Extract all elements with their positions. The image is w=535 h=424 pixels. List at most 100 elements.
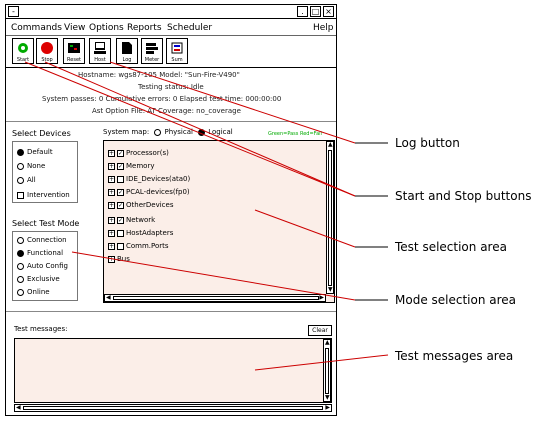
expand-icon[interactable]: +: [108, 242, 115, 250]
meter-icon: [146, 43, 158, 54]
mode-online-radio[interactable]: Online: [17, 288, 50, 296]
system-stats: System passes: 0 Cumulative errors: 0 El…: [42, 95, 282, 103]
reset-button[interactable]: Reset: [63, 38, 85, 64]
close-icon[interactable]: ×: [323, 6, 334, 17]
messages-vertical-scrollbar[interactable]: ▲ ▼: [323, 339, 331, 402]
menu-commands[interactable]: Commands: [11, 23, 62, 33]
scroll-thumb[interactable]: [328, 150, 332, 286]
tree-item-comm-ports[interactable]: +Comm.Ports: [108, 242, 169, 250]
expand-icon[interactable]: +: [108, 255, 115, 263]
expand-icon[interactable]: +: [108, 162, 115, 170]
expand-icon[interactable]: +: [108, 229, 115, 237]
tree-item-bus[interactable]: +Bus: [108, 255, 130, 263]
maximize-icon[interactable]: □: [310, 6, 321, 17]
window-menu-icon[interactable]: -: [8, 6, 19, 17]
select-devices-label: Select Devices: [12, 129, 71, 138]
scroll-thumb[interactable]: [113, 296, 319, 300]
expand-icon[interactable]: +: [108, 216, 115, 224]
tree-item-network[interactable]: +✓Network: [108, 216, 155, 224]
menu-view[interactable]: View: [64, 23, 86, 33]
tree-vertical-scrollbar[interactable]: ▲ ▼: [326, 141, 334, 294]
info-divider: [6, 121, 336, 122]
mode-connection-label: Connection: [27, 236, 67, 244]
radio-icon: [17, 176, 24, 184]
mode-online-label: Online: [27, 288, 50, 296]
radio-icon: [17, 148, 24, 156]
checkbox-checked-icon[interactable]: ✓: [117, 201, 124, 209]
host-button[interactable]: Host: [89, 38, 111, 64]
expand-icon[interactable]: +: [108, 175, 115, 183]
menu-options[interactable]: Options: [89, 23, 124, 33]
device-all-radio[interactable]: All: [17, 176, 36, 184]
tree-item-pcal-devices[interactable]: +✓PCAL-devices(fp0): [108, 188, 190, 196]
device-default-radio[interactable]: Default: [17, 148, 53, 156]
device-none-radio[interactable]: None: [17, 162, 45, 170]
mode-functional-label: Functional: [27, 249, 64, 257]
log-button-callout: Log button: [395, 136, 460, 150]
scroll-up-icon[interactable]: ▲: [328, 141, 333, 148]
test-messages-area[interactable]: ▲ ▼: [14, 338, 332, 403]
scroll-left-icon[interactable]: ◀: [106, 294, 111, 301]
expand-icon[interactable]: +: [108, 149, 115, 157]
expand-icon[interactable]: +: [108, 188, 115, 196]
checkbox-icon[interactable]: [117, 242, 124, 250]
checkbox-checked-icon[interactable]: ✓: [117, 162, 124, 170]
scroll-right-icon[interactable]: ▶: [325, 404, 330, 411]
scroll-thumb[interactable]: [23, 406, 323, 410]
menu-reports[interactable]: Reports: [127, 23, 162, 33]
test-selection-callout: Test selection area: [395, 240, 507, 254]
tree-item-host-adapters[interactable]: + HostAdapters: [108, 229, 173, 237]
scroll-down-icon[interactable]: ▼: [325, 394, 330, 401]
tree-label: HostAdapters: [126, 229, 174, 237]
minimize-icon[interactable]: .: [297, 6, 308, 17]
stop-icon: [41, 42, 53, 54]
mode-exclusive-radio[interactable]: Exclusive: [17, 275, 60, 283]
scroll-right-icon[interactable]: ▶: [319, 294, 324, 301]
checkbox-checked-icon[interactable]: ✓: [117, 149, 124, 157]
expand-icon[interactable]: +: [108, 201, 115, 209]
meter-button[interactable]: Meter: [141, 38, 163, 64]
messages-horizontal-scrollbar[interactable]: ◀ ▶: [14, 404, 332, 412]
sum-button[interactable]: Sum: [166, 38, 188, 64]
tree-horizontal-scrollbar[interactable]: ◀ ▶: [104, 294, 326, 302]
log-button[interactable]: Log: [116, 38, 138, 64]
mode-auto-config-radio[interactable]: Auto Config: [17, 262, 68, 270]
sum-icon: [171, 42, 183, 54]
select-devices-group: Default None All Intervention: [12, 141, 78, 203]
clear-button[interactable]: Clear: [308, 325, 332, 336]
system-map-label: System map: Physical Logical: [103, 128, 233, 136]
host-label: Host: [94, 57, 106, 63]
stop-label: Stop: [41, 57, 53, 63]
tree-item-processors[interactable]: +✓Processor(s): [108, 149, 169, 157]
tree-label: Memory: [126, 162, 155, 170]
intervention-label: Intervention: [27, 191, 70, 199]
mode-connection-radio[interactable]: Connection: [17, 236, 67, 244]
start-button[interactable]: Start: [12, 38, 34, 64]
checkbox-icon[interactable]: [117, 175, 124, 183]
checkbox-checked-icon[interactable]: ✓: [117, 188, 124, 196]
physical-radio[interactable]: [154, 128, 162, 136]
scroll-left-icon[interactable]: ◀: [16, 404, 21, 411]
mode-auto-config-label: Auto Config: [27, 262, 68, 270]
scroll-thumb[interactable]: [325, 348, 329, 394]
pass-fail-legend: Green=Pass Red=Fail: [268, 131, 322, 137]
menu-scheduler[interactable]: Scheduler: [167, 23, 213, 33]
intervention-checkbox[interactable]: Intervention: [17, 191, 70, 199]
title-bar[interactable]: - . □ ×: [6, 5, 336, 19]
tree-item-other-devices[interactable]: +✓OtherDevices: [108, 201, 173, 209]
logical-radio[interactable]: [198, 128, 206, 136]
tree-item-memory[interactable]: +✓Memory: [108, 162, 154, 170]
mode-functional-radio[interactable]: Functional: [17, 249, 63, 257]
tree-item-ide-devices[interactable]: + IDE_Devices(ata0): [108, 175, 190, 183]
tree-label: IDE_Devices(ata0): [126, 175, 191, 183]
tree-label: OtherDevices: [126, 201, 174, 209]
checkbox-icon[interactable]: [117, 229, 124, 237]
test-selection-tree[interactable]: +✓Processor(s) +✓Memory +IDE_Devices(ata…: [103, 140, 335, 303]
checkbox-checked-icon[interactable]: ✓: [117, 216, 124, 224]
menu-bar: Commands View Options Reports Scheduler …: [6, 20, 336, 36]
menu-help[interactable]: Help: [313, 23, 334, 33]
scroll-down-icon[interactable]: ▼: [328, 286, 333, 293]
tree-label: Network: [126, 216, 156, 224]
scroll-up-icon[interactable]: ▲: [325, 339, 330, 346]
stop-button[interactable]: Stop: [36, 38, 58, 64]
